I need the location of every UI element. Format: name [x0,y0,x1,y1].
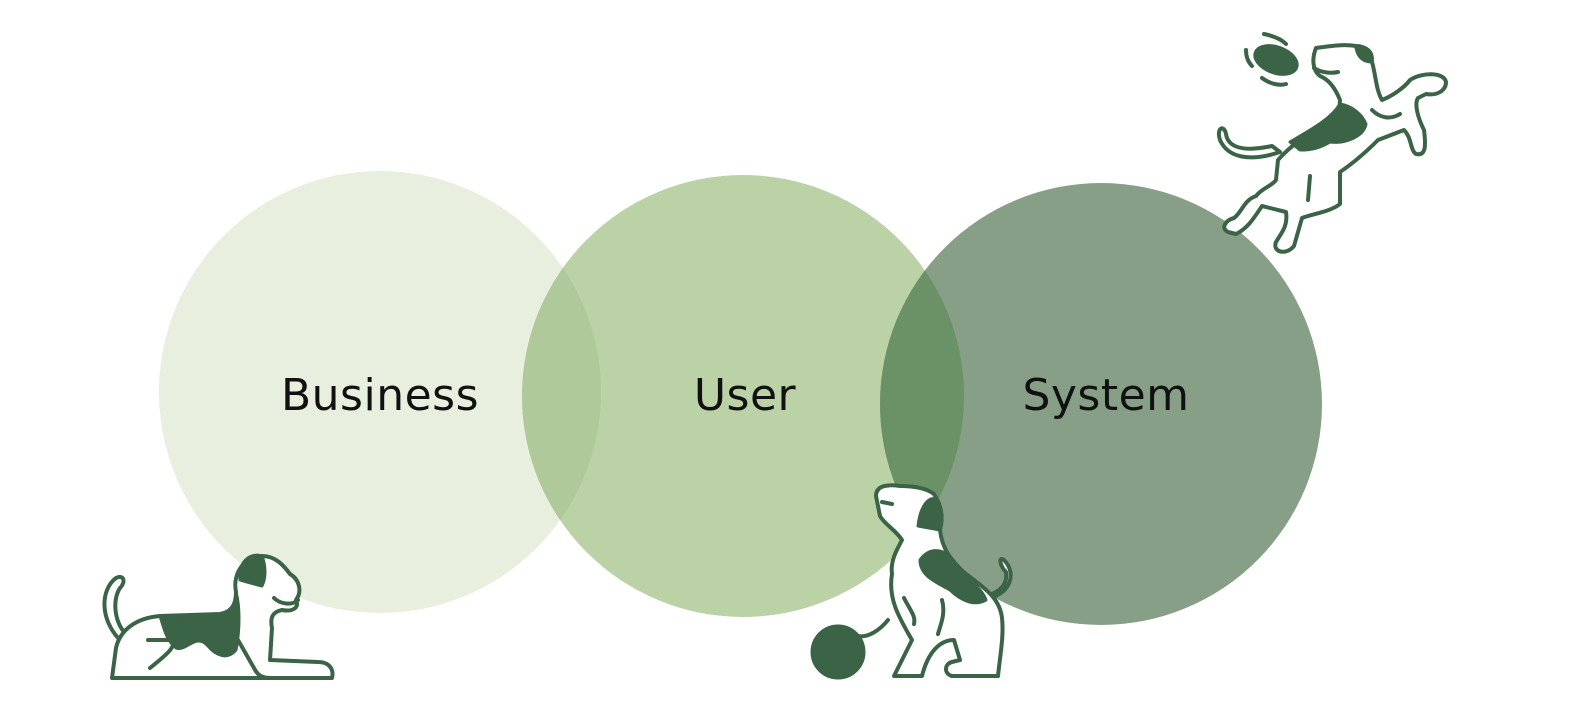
jumping-dog-with-frisbee-icon [1216,32,1448,254]
user-label: User [694,370,797,421]
business-circle [159,171,601,613]
business-label: Business [281,370,479,421]
ball-icon [810,624,866,680]
lying-dog-icon [102,553,335,680]
frisbee-icon [1253,44,1299,76]
system-circle [880,183,1322,625]
system-label: System [1022,370,1189,421]
sitting-dog-with-ball-icon [810,483,1013,680]
user-circle [522,175,964,617]
